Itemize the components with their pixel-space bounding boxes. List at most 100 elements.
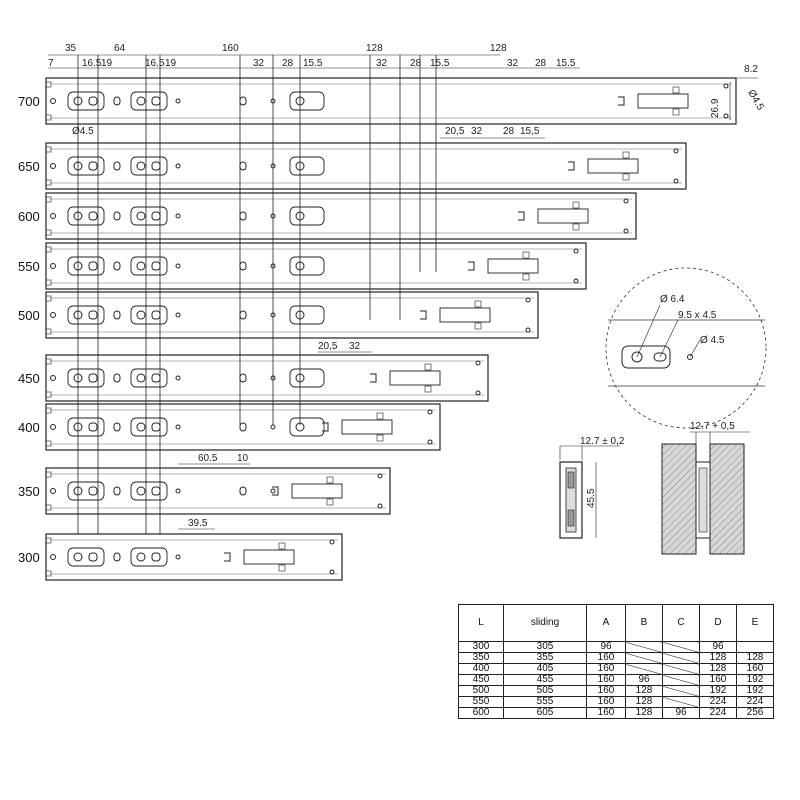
- col-d: D: [699, 604, 737, 642]
- table-cell: 160: [586, 652, 626, 664]
- top-dim-label: 64: [114, 43, 126, 54]
- top-dim2-label: 16.5: [145, 58, 165, 69]
- table-cell: 605: [503, 707, 587, 719]
- table-cell: 400: [458, 663, 504, 675]
- rails-group: [45, 77, 737, 581]
- right-width-dim: 8.2: [744, 64, 758, 75]
- table-cell: 305: [503, 641, 587, 653]
- rail-450: [45, 354, 489, 402]
- table-cell: 350: [458, 652, 504, 664]
- table-cell: 160: [586, 663, 626, 675]
- table-cell: 96: [699, 641, 737, 653]
- rail350-dim: 10: [237, 453, 249, 464]
- table-cell: 224: [736, 696, 774, 708]
- col-c: C: [662, 604, 700, 642]
- table-cell: [625, 641, 663, 653]
- rail-700: [45, 77, 737, 125]
- detail-d2: 9.5 x 4.5: [678, 310, 717, 321]
- table-cell: 550: [458, 696, 504, 708]
- table-cell: 192: [699, 685, 737, 697]
- table-cell: 450: [458, 674, 504, 686]
- table-cell: 160: [586, 707, 626, 719]
- detail-d3: Ø 4.5: [700, 335, 725, 346]
- rail300-dim: 39.5: [188, 518, 208, 529]
- rail-650: [45, 142, 687, 190]
- rail-length-label: 700: [18, 94, 40, 109]
- top-dim2-label: 16.5: [82, 58, 102, 69]
- detail-d1: Ø 6.4: [660, 294, 685, 305]
- rail-length-label: 500: [18, 308, 40, 323]
- right-height-dim: 26.9: [710, 98, 721, 118]
- rail650-dim: 15,5: [520, 126, 540, 137]
- rail-300: [45, 533, 343, 581]
- table-cell: 128: [699, 652, 737, 664]
- top-dim2-label: 19: [165, 58, 177, 69]
- table-cell: 355: [503, 652, 587, 664]
- table-cell: 505: [503, 685, 587, 697]
- table-cell: [662, 652, 700, 664]
- rail-500: [45, 291, 539, 339]
- alignment-lines: [77, 55, 437, 534]
- top-dim2-label: 15.5: [430, 58, 450, 69]
- table-cell: 128: [625, 685, 663, 697]
- top-dim-label: 160: [222, 43, 239, 54]
- table-cell: 160: [586, 696, 626, 708]
- rail-600: [45, 192, 637, 240]
- dimension-lines: [48, 54, 758, 530]
- table-cell: 160: [736, 663, 774, 675]
- rail450-dim: 20,5: [318, 341, 338, 352]
- rail350-dim: 60.5: [198, 453, 218, 464]
- table-cell: 96: [662, 707, 700, 719]
- rail-length-label: 650: [18, 159, 40, 174]
- rail450-dim: 32: [349, 341, 361, 352]
- table-cell: 128: [699, 663, 737, 675]
- rail-length-label: 450: [18, 371, 40, 386]
- table-cell: 405: [503, 663, 587, 675]
- top-dim2-label: 32: [507, 58, 519, 69]
- top-dim2-label: 19: [101, 58, 113, 69]
- rail-length-label: 400: [18, 420, 40, 435]
- col-l: L: [458, 604, 504, 642]
- col-b: B: [625, 604, 663, 642]
- installation-section: 12.7 + 0,5: [661, 421, 750, 555]
- table-cell: [662, 663, 700, 675]
- table-cell: [662, 696, 700, 708]
- slide-profile: 12.7 ± 0,2 45.5: [559, 436, 625, 539]
- top-dim2-label: 28: [410, 58, 422, 69]
- table-cell: 455: [503, 674, 587, 686]
- top-dim-label: 35: [65, 43, 77, 54]
- rail-length-label: 550: [18, 259, 40, 274]
- profile-width: 12.7 ± 0,2: [580, 436, 625, 447]
- profile-height: 45.5: [586, 488, 597, 508]
- table-cell: 128: [736, 652, 774, 664]
- table-cell: 192: [736, 674, 774, 686]
- table-cell: 96: [625, 674, 663, 686]
- table-cell: 500: [458, 685, 504, 697]
- top-dim-label: 128: [490, 43, 507, 54]
- top-dim2-label: 32: [253, 58, 265, 69]
- table-cell: [662, 674, 700, 686]
- hole-detail: Ø 6.4 9.5 x 4.5 Ø 4.5: [605, 267, 767, 429]
- top-dim2-label: 32: [376, 58, 388, 69]
- top-dim2-label: 15.5: [556, 58, 576, 69]
- rail650-dim: 32: [471, 126, 483, 137]
- right-hole-dim: Ø4.5: [745, 88, 766, 113]
- table-cell: 160: [699, 674, 737, 686]
- col-e: E: [736, 604, 774, 642]
- rail650-dim: 20,5: [445, 126, 465, 137]
- table-cell: [625, 652, 663, 664]
- rail-length-label: 600: [18, 209, 40, 224]
- table-cell: 192: [736, 685, 774, 697]
- table-cell: 96: [586, 641, 626, 653]
- table-cell: [662, 641, 700, 653]
- rail-400: [45, 403, 441, 451]
- left-hole-dim: Ø4.5: [72, 126, 94, 137]
